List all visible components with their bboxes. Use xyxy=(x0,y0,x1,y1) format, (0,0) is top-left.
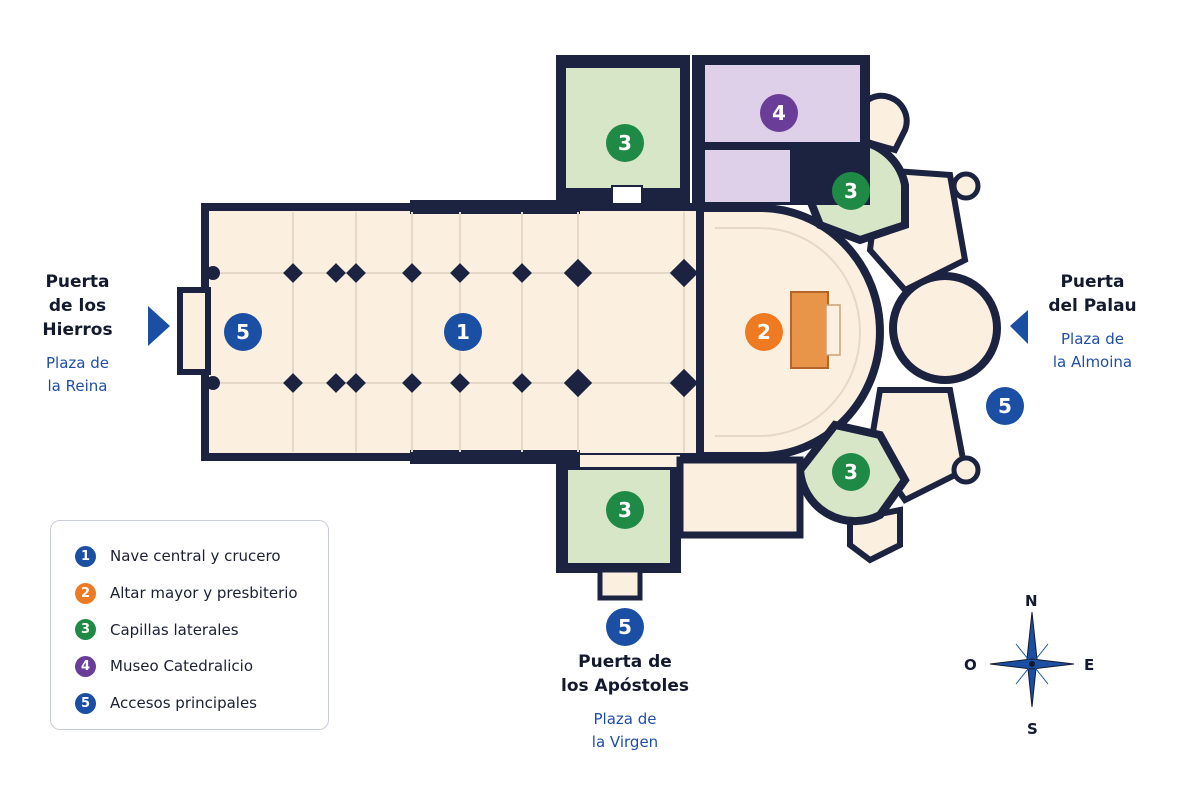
compass-rose xyxy=(989,611,1075,708)
gate-name-line: Puerta de xyxy=(578,652,672,672)
marker-zone-5: 5 xyxy=(986,387,1024,425)
compass-east: E xyxy=(1084,656,1095,674)
marker-zone-3: 3 xyxy=(606,491,644,529)
entrance-arrows xyxy=(148,306,1028,346)
legend-badge: 2 xyxy=(75,582,96,604)
legend-label: Nave central y crucero xyxy=(110,547,281,566)
gate-name-line: del Palau xyxy=(1048,296,1137,316)
legend-badge: 1 xyxy=(75,545,96,567)
compass-north: N xyxy=(1025,592,1038,610)
gate-name-line: Puerta xyxy=(1060,272,1125,292)
compass-south: S xyxy=(1027,720,1038,738)
legend-label: Accesos principales xyxy=(110,694,257,713)
gate-name-line: Puerta xyxy=(45,272,110,292)
legend-label: Capillas laterales xyxy=(110,620,239,639)
north-chapel xyxy=(556,55,690,210)
legend-label: Museo Catedralicio xyxy=(110,657,254,676)
legend-item: 2 Altar mayor y presbiterio xyxy=(75,575,328,612)
compass-west: O xyxy=(964,656,977,674)
legend-badge: 4 xyxy=(75,655,96,677)
main-altar xyxy=(790,291,841,369)
gate-name-line: de los xyxy=(48,296,107,316)
legend-item: 5 Accesos principales xyxy=(75,685,328,722)
legend-item: 4 Museo Catedralicio xyxy=(75,648,328,685)
gate-name-line: Hierros xyxy=(42,320,113,340)
marker-zone-5: 5 xyxy=(606,608,644,646)
legend-badge: 5 xyxy=(75,692,96,714)
marker-zone-3: 3 xyxy=(606,124,644,162)
map-legend: 1 Nave central y crucero 2 Altar mayor y pr… xyxy=(50,520,329,730)
apse xyxy=(696,204,884,460)
legend-item: 1 Nave central y crucero xyxy=(75,538,328,575)
marker-zone-3: 3 xyxy=(832,453,870,491)
legend-badge: 3 xyxy=(75,619,96,641)
marker-zone-5: 5 xyxy=(224,313,262,351)
gate-name-line: los Apóstoles xyxy=(561,676,689,696)
marker-zone-2: 2 xyxy=(745,313,783,351)
nave-pillars xyxy=(206,258,699,398)
marker-zone-1: 1 xyxy=(444,313,482,351)
legend-item: 3 Capillas laterales xyxy=(75,611,328,648)
south-annex xyxy=(676,456,804,539)
marker-zone-4: 4 xyxy=(760,94,798,132)
legend-label: Altar mayor y presbiterio xyxy=(110,584,298,603)
marker-zone-3: 3 xyxy=(832,172,870,210)
